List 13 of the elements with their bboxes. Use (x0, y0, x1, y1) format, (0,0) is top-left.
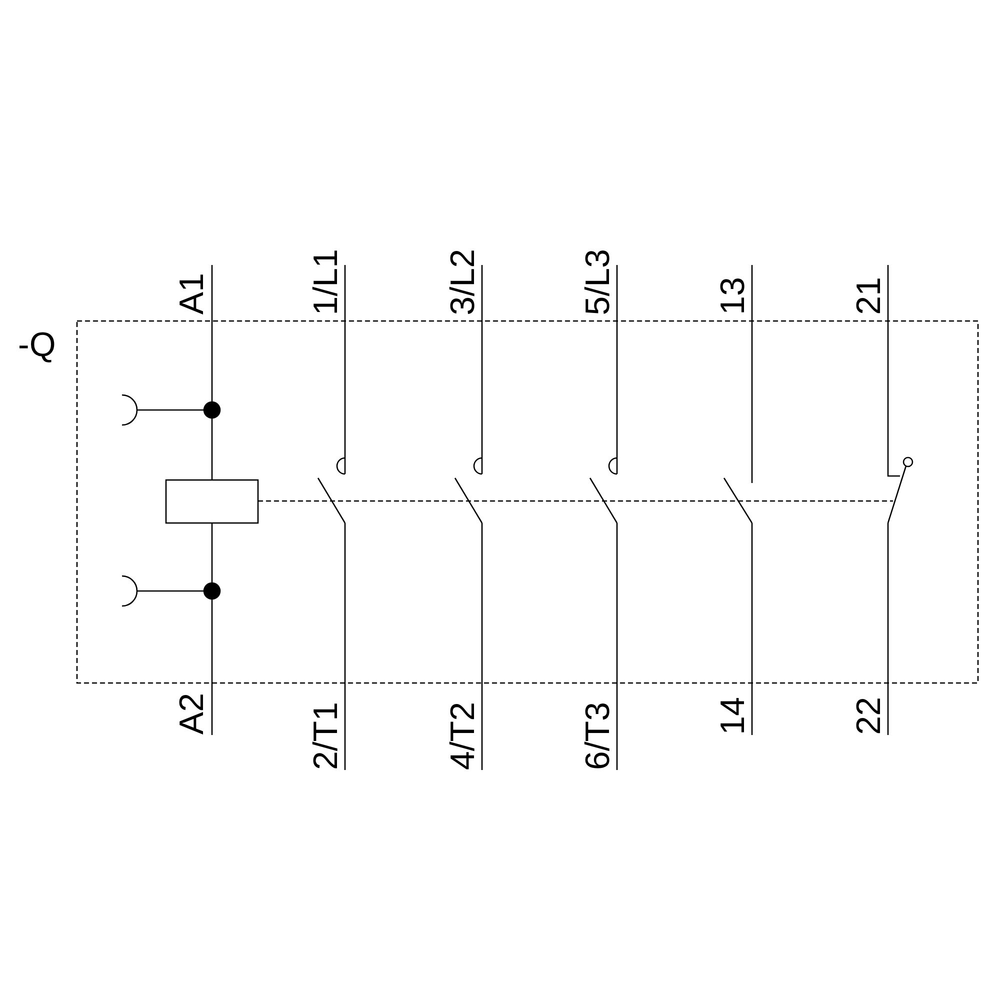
terminal-label: 14 (716, 697, 750, 735)
terminal-label: 21 (852, 277, 886, 315)
terminal-label: A2 (175, 693, 209, 735)
terminal-label: 1/L1 (309, 249, 343, 316)
terminal-label: 6/T3 (581, 702, 615, 770)
terminal-label: A1 (175, 273, 209, 315)
terminal-label: 22 (852, 697, 886, 735)
terminal-label: 2/T1 (309, 702, 343, 770)
terminal-label: 13 (716, 277, 750, 315)
terminal-label: 5/L3 (581, 249, 615, 316)
device-designation: -Q (18, 328, 56, 362)
terminal-label: 3/L2 (446, 249, 480, 316)
terminal-label: 4/T2 (446, 702, 480, 770)
